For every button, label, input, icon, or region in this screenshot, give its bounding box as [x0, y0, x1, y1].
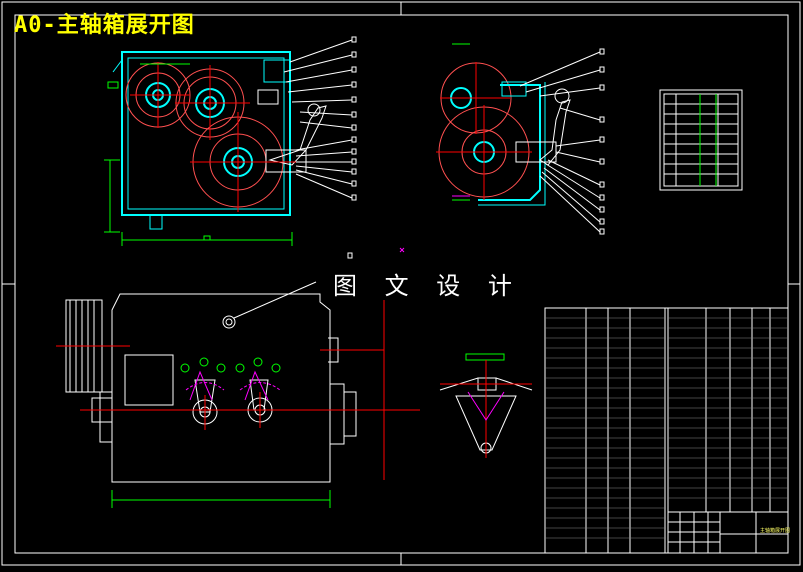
title-block-label: 主轴箱展开图: [760, 528, 791, 534]
parts-list: [544, 307, 789, 554]
fork-detail-view: [439, 353, 533, 458]
drawing-title: A0-主轴箱展开图: [14, 13, 195, 38]
side-section-view: [436, 43, 605, 235]
watermark: 图 文 设 计: [333, 272, 522, 300]
title-block: [667, 511, 789, 554]
reference-markers: [347, 247, 405, 259]
parameter-table: [659, 89, 743, 191]
front-elevation-view: [56, 281, 420, 508]
gearbox-section-view: [104, 36, 357, 246]
